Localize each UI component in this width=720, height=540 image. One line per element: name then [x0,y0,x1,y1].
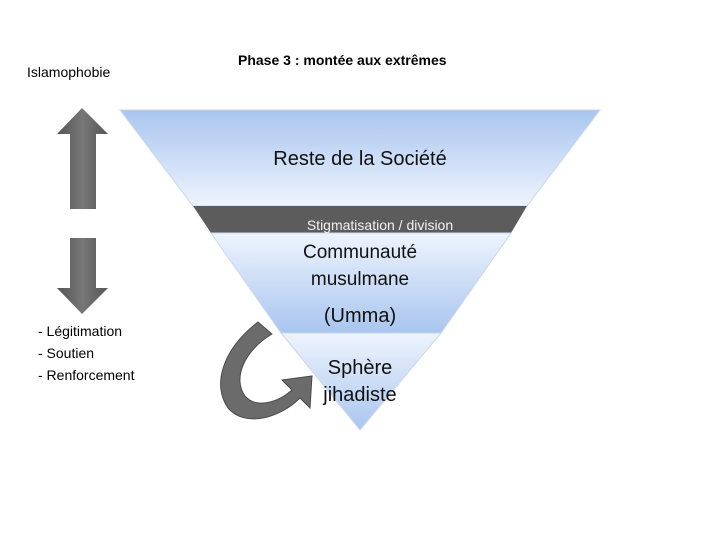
curved-arrow-icon [220,321,313,420]
effect-item-soutien: - Soutien [38,345,95,361]
label-jihadiste: jihadiste [323,384,397,406]
effect-item-legitimation: - Légitimation [38,323,123,339]
arrow-down-icon [57,238,108,314]
segment-sphere [279,332,443,431]
effect-item-renforcement: - Renforcement [38,367,135,383]
label-reste: Reste de la Société [273,148,447,170]
label-musulmane: musulmane [310,269,410,290]
label-umma: (Umma) [323,305,397,327]
islamophobie-label: Islamophobie [27,64,111,80]
segment-stigmatisation-band [193,206,527,233]
label-stigmatisation: Stigmatisation / division [306,217,454,233]
label-sphere: Sphère [327,357,393,379]
arrow-up-icon [57,108,108,209]
diagram-title: Phase 3 : montée aux extrêmes [238,52,447,68]
label-communaute: Communauté [302,242,418,263]
effects-list: - Légitimation - Soutien - Renforcement [38,320,134,386]
